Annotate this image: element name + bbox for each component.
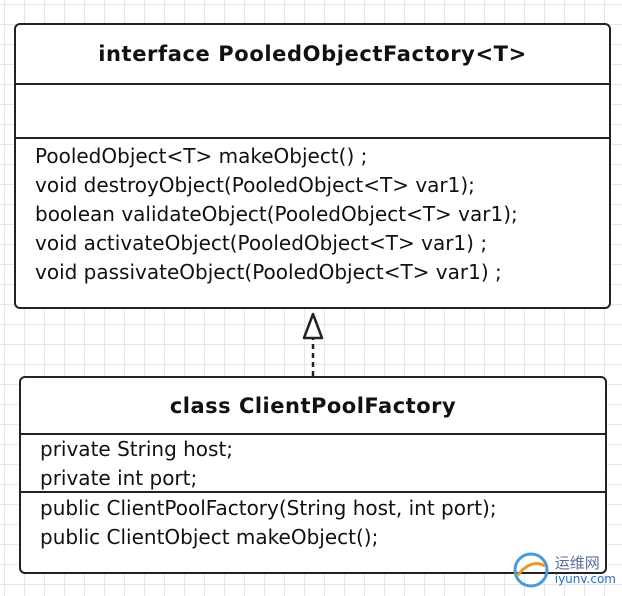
interface-method: boolean validateObject(PooledObject<T> v…	[35, 202, 518, 226]
class-attribute: private int port;	[40, 466, 198, 490]
watermark: 运维网 iyunv.com	[511, 550, 616, 590]
hollow-triangle-arrowhead	[302, 312, 324, 340]
watermark-logo-icon	[513, 552, 549, 588]
interface-box: interface PooledObjectFactory<T> PooledO…	[14, 23, 611, 309]
class-box: class ClientPoolFactory private String h…	[19, 376, 607, 574]
interface-method: void activateObject(PooledObject<T> var1…	[35, 231, 488, 255]
interface-method: void destroyObject(PooledObject<T> var1)…	[35, 173, 475, 197]
class-attributes-section: private String host; private int port;	[21, 435, 605, 493]
interface-methods-section: PooledObject<T> makeObject() ; void dest…	[16, 139, 609, 287]
watermark-cn: 运维网	[554, 553, 600, 572]
interface-method: void passivateObject(PooledObject<T> var…	[35, 260, 502, 284]
class-attribute: private String host;	[40, 437, 234, 461]
interface-method: PooledObject<T> makeObject() ;	[35, 144, 368, 168]
class-method: public ClientPoolFactory(String host, in…	[40, 496, 497, 520]
class-method: public ClientObject makeObject();	[40, 525, 379, 549]
watermark-text: 运维网 iyunv.com	[554, 553, 616, 586]
interface-attributes-section	[16, 85, 609, 139]
class-methods-section: public ClientPoolFactory(String host, in…	[21, 493, 605, 552]
watermark-en: iyunv.com	[554, 571, 616, 586]
interface-title: interface PooledObjectFactory<T>	[16, 25, 609, 85]
class-title: class ClientPoolFactory	[21, 378, 605, 435]
